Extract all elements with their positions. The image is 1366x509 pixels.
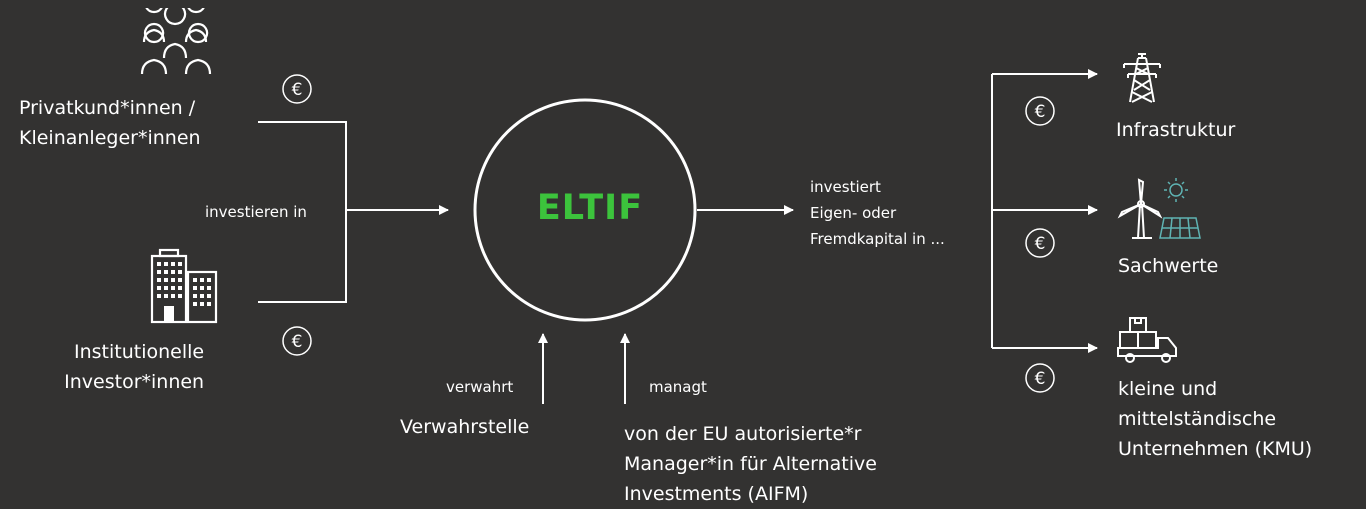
euro-symbol: €	[1035, 234, 1046, 254]
euro-symbol: €	[1035, 369, 1046, 389]
euro-icon	[1025, 96, 1055, 126]
eltif-circle	[473, 98, 697, 322]
wind-solar-icon	[1117, 178, 1201, 239]
euro-icon	[1025, 228, 1055, 258]
sme-label: kleine und mittelständische Unternehmen …	[1118, 378, 1313, 460]
euro-icon	[282, 326, 312, 356]
real-assets-label: Sachwerte	[1118, 255, 1219, 277]
people-icon	[140, 8, 212, 75]
infrastructure-label: Infrastruktur	[1116, 119, 1236, 141]
retail-investors-label: Privatkund*innen / Kleinanleger*innen	[19, 97, 201, 149]
euro-icon	[1025, 363, 1055, 393]
euro-icon	[282, 74, 312, 104]
custodian-label: Verwahrstelle	[400, 416, 530, 438]
power-pylon-icon	[1123, 53, 1161, 103]
euro-symbol: €	[292, 332, 303, 352]
euro-symbol: €	[1035, 102, 1046, 122]
invest-label: investieren in	[205, 203, 307, 221]
output-label: investiert Eigen- oder Fremdkapital in .…	[810, 178, 945, 248]
institutional-investors-label: Institutionelle Investor*innen	[64, 341, 205, 393]
manager-verb: managt	[649, 378, 707, 396]
euro-symbol: €	[292, 80, 303, 100]
truck-boxes-icon	[1117, 317, 1177, 363]
building-icon	[150, 248, 218, 324]
manager-label: von der EU autorisierte*r Manager*in für…	[624, 423, 877, 505]
retail-connector-line	[258, 121, 347, 303]
custodian-verb: verwahrt	[446, 378, 514, 396]
euro-icons	[282, 74, 1055, 393]
eltif-label: ELTIF	[536, 188, 644, 228]
